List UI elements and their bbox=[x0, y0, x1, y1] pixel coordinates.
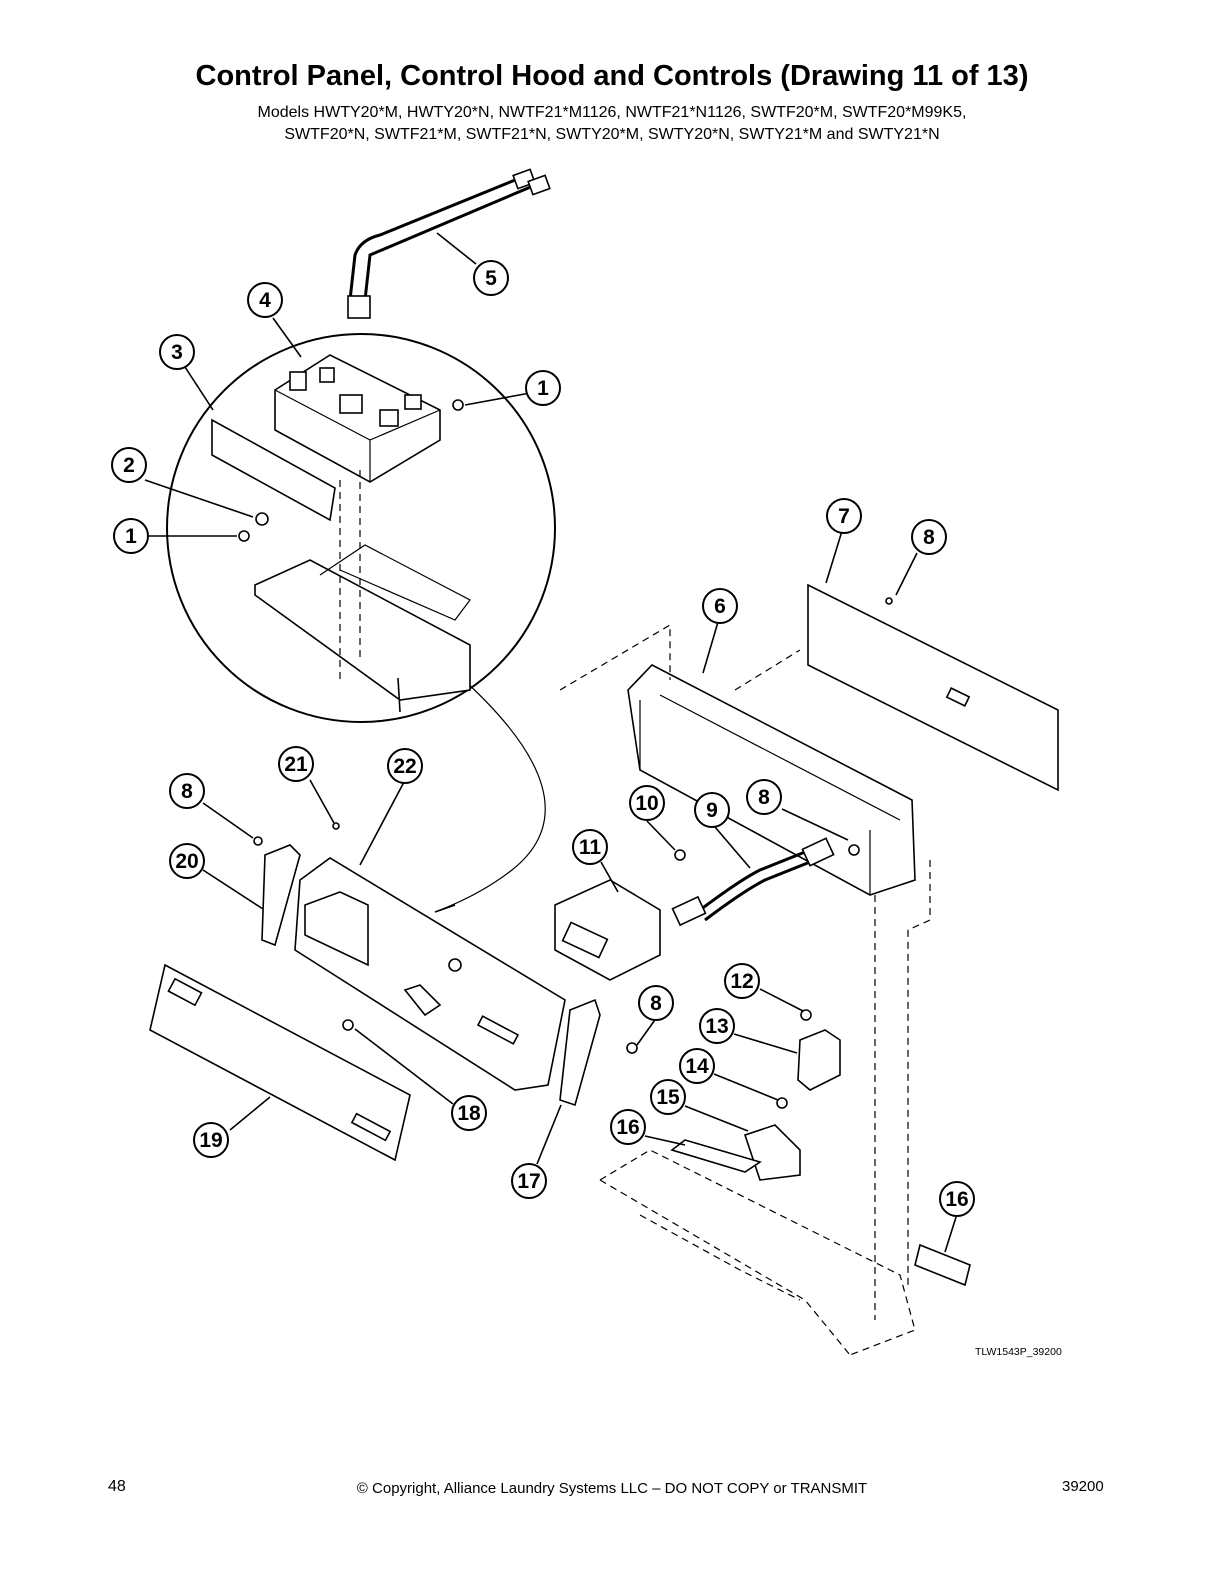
part-19-overlay bbox=[149, 963, 411, 1162]
svg-text:2: 2 bbox=[123, 454, 135, 477]
part-14-screw bbox=[776, 1097, 788, 1109]
callout-15: 15 bbox=[650, 1079, 686, 1115]
callout-11: 11 bbox=[572, 829, 608, 865]
svg-text:8: 8 bbox=[758, 786, 770, 809]
part-1-screw bbox=[238, 530, 250, 542]
svg-text:5: 5 bbox=[485, 267, 497, 290]
part-18-plug bbox=[342, 1019, 354, 1031]
copyright-notice: © Copyright, Alliance Laundry Systems LL… bbox=[356, 1480, 868, 1497]
part-8-screw-top bbox=[885, 597, 893, 605]
part-12-screw bbox=[800, 1009, 812, 1021]
svg-text:6: 6 bbox=[714, 595, 726, 618]
part-11-module bbox=[554, 879, 661, 981]
callout-12: 12 bbox=[724, 963, 760, 999]
part-2-washer bbox=[255, 512, 269, 526]
callout-8-mid: 8 bbox=[746, 779, 782, 815]
part-3-bracket bbox=[211, 418, 336, 522]
callout-7: 7 bbox=[826, 498, 862, 534]
svg-text:10: 10 bbox=[635, 792, 658, 815]
leader-lines bbox=[144, 232, 958, 1253]
callout-22: 22 bbox=[387, 748, 423, 784]
part-15-switch bbox=[743, 1124, 801, 1181]
part-16-label bbox=[670, 1139, 762, 1173]
callout-19: 19 bbox=[193, 1122, 229, 1158]
part-4-control-board bbox=[274, 354, 441, 483]
callout-4: 4 bbox=[247, 282, 283, 318]
part-22-console bbox=[294, 857, 566, 1091]
part-8-screw-left bbox=[253, 836, 263, 846]
svg-text:16: 16 bbox=[945, 1188, 968, 1211]
svg-text:4: 4 bbox=[259, 289, 271, 312]
detail-circle bbox=[166, 333, 556, 723]
svg-text:15: 15 bbox=[656, 1086, 680, 1109]
part-22-housing bbox=[254, 470, 471, 701]
callout-10: 10 bbox=[629, 785, 665, 821]
svg-text:21: 21 bbox=[284, 753, 308, 776]
svg-text:14: 14 bbox=[685, 1055, 709, 1078]
svg-text:13: 13 bbox=[705, 1015, 728, 1038]
callout-8-lower: 8 bbox=[638, 985, 674, 1021]
callout-1-lower: 1 bbox=[113, 518, 149, 554]
svg-text:1: 1 bbox=[125, 525, 137, 548]
cabinet-inner-outline bbox=[639, 1214, 801, 1301]
svg-text:3: 3 bbox=[171, 341, 183, 364]
svg-text:17: 17 bbox=[517, 1170, 540, 1193]
callout-8-left: 8 bbox=[169, 773, 205, 809]
part-1-screw-upper bbox=[452, 399, 464, 411]
svg-text:11: 11 bbox=[579, 836, 602, 859]
part-20-bracket bbox=[261, 844, 301, 947]
part-17-bracket bbox=[559, 998, 601, 1107]
svg-text:7: 7 bbox=[838, 505, 850, 528]
callout-3: 3 bbox=[159, 334, 195, 370]
callout-6: 6 bbox=[702, 588, 738, 624]
callout-16: 16 bbox=[610, 1109, 646, 1145]
callout-18: 18 bbox=[451, 1095, 487, 1131]
drawing-id: TLW1543P_39200 bbox=[975, 1346, 1062, 1358]
svg-text:8: 8 bbox=[181, 780, 193, 803]
detail-connector bbox=[434, 671, 546, 913]
part-16-label-right bbox=[914, 1243, 971, 1287]
callout-14: 14 bbox=[679, 1048, 715, 1084]
models-line-1: Models HWTY20*M, HWTY20*N, NWTF21*M1126,… bbox=[257, 104, 967, 121]
page-number: 48 bbox=[108, 1478, 126, 1495]
svg-text:8: 8 bbox=[650, 992, 662, 1015]
callout-1-upper: 1 bbox=[525, 370, 561, 406]
callout-9: 9 bbox=[694, 792, 730, 828]
part-8-screw-lower bbox=[626, 1042, 638, 1054]
part-8-screw-hood bbox=[848, 844, 860, 856]
callout-17: 17 bbox=[511, 1163, 547, 1199]
svg-text:18: 18 bbox=[457, 1102, 481, 1125]
svg-text:12: 12 bbox=[730, 970, 753, 993]
svg-text:1: 1 bbox=[537, 377, 549, 400]
callout-2: 2 bbox=[111, 447, 147, 483]
svg-text:16: 16 bbox=[616, 1116, 639, 1139]
part-9-harness bbox=[671, 837, 835, 927]
part-7-back-panel bbox=[807, 583, 1059, 792]
hood-guide-lines bbox=[874, 860, 931, 1320]
part-5-wire-harness bbox=[347, 168, 551, 319]
part-10-nut bbox=[674, 849, 686, 861]
callout-5: 5 bbox=[473, 260, 509, 296]
svg-text:8: 8 bbox=[923, 526, 935, 549]
document-number: 39200 bbox=[1062, 1478, 1104, 1495]
svg-text:22: 22 bbox=[393, 755, 416, 778]
callout-21: 21 bbox=[278, 746, 314, 782]
callout-16-right: 16 bbox=[939, 1181, 975, 1217]
cabinet-top-outline bbox=[599, 1149, 916, 1356]
part-21-screw bbox=[332, 822, 340, 830]
callout-8-top: 8 bbox=[911, 519, 947, 555]
part-13-transformer bbox=[797, 1029, 841, 1091]
svg-text:9: 9 bbox=[706, 799, 718, 822]
callout-13: 13 bbox=[699, 1008, 735, 1044]
page-title: Control Panel, Control Hood and Controls… bbox=[195, 60, 1029, 92]
svg-text:20: 20 bbox=[175, 850, 198, 873]
svg-text:19: 19 bbox=[199, 1129, 222, 1152]
callout-20: 20 bbox=[169, 843, 205, 879]
models-line-2: SWTF20*N, SWTF21*M, SWTF21*N, SWTY20*M, … bbox=[284, 126, 940, 143]
